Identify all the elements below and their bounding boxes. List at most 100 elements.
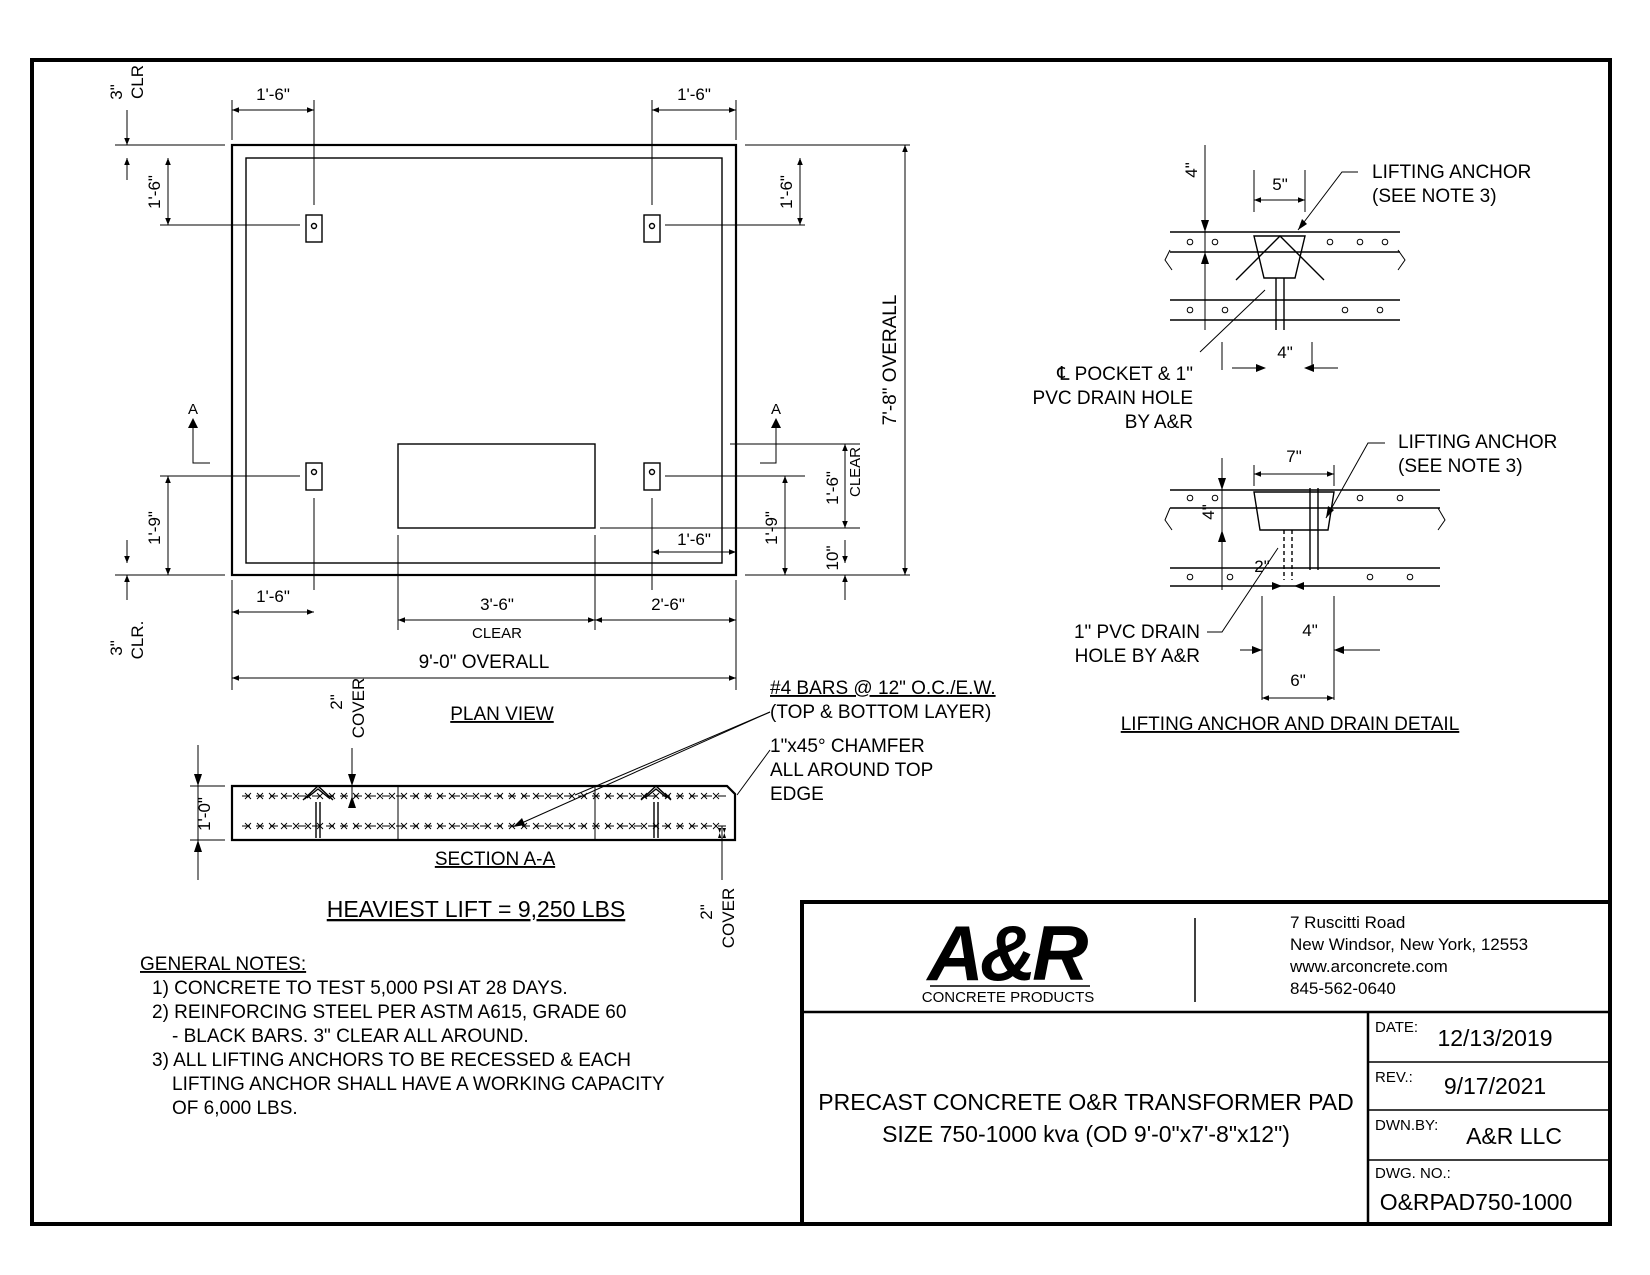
heaviest-lift: HEAVIEST LIFT = 9,250 LBS (327, 896, 626, 922)
date-label: DATE: (1375, 1019, 1418, 1036)
rebar-mark (448, 822, 456, 830)
rebar-dot (1406, 573, 1414, 581)
dim-opening-width: 3'-6" (480, 595, 514, 614)
plan-view: 1'-6" 1'-6" 3" CLR 1'-6" 1'-9" 3" CLR. 1… (107, 65, 910, 725)
rebar-mark (556, 822, 564, 830)
overall-length: 7'-8" OVERALL (880, 295, 901, 426)
lifting-anchor-pocket (643, 462, 661, 491)
rebar-dot (1366, 573, 1374, 581)
section-thickness: 1'-0" (195, 797, 214, 831)
section-a-a: 1'-0" 2" COVER 2" COVER #4 BARS @ 12" O.… (190, 678, 996, 948)
clear-opening (397, 443, 596, 529)
rebar-mark (592, 822, 600, 830)
rebar-mark (388, 792, 396, 800)
rebar-mark (640, 822, 648, 830)
dim-clr-bottom-label: CLR. (128, 621, 147, 660)
title-block: A&R CONCRETE PRODUCTS 7 Ruscitti Road Ne… (800, 900, 1612, 1226)
rebar-mark (712, 792, 720, 800)
rebar-mark (616, 792, 624, 800)
dim-top-right: 1'-6" (677, 85, 711, 104)
rebar-mark (460, 792, 468, 800)
pocket-line2: PVC DRAIN HOLE (1033, 388, 1193, 409)
rebar-mark (340, 792, 348, 800)
dim-opening-height-label: CLEAR (847, 447, 864, 497)
rebar-mark (532, 792, 540, 800)
lifting-anchor-pocket (305, 214, 323, 243)
dim-opening-right: 1'-6" (677, 530, 711, 549)
note-line: 3) ALL LIFTING ANCHORS TO BE RECESSED & … (152, 1050, 631, 1071)
chamfer-note-line1: 1"x45° CHAMFER (770, 736, 925, 757)
dim-opening-width-label: CLEAR (472, 625, 522, 642)
rebar-mark (292, 822, 300, 830)
rebar-mark (508, 822, 516, 830)
rebar-dot (1211, 494, 1219, 502)
dim-opening-height: 1'-6" (823, 471, 842, 505)
rebar-mark (628, 822, 636, 830)
company-logo: A&R CONCRETE PRODUCTS (922, 909, 1095, 1006)
detail-title: LIFTING ANCHOR AND DRAIN DETAIL (1121, 714, 1460, 735)
rebar-mark (604, 792, 612, 800)
rebar-mark (436, 822, 444, 830)
section-title: SECTION A-A (435, 849, 556, 870)
rebar-mark (244, 822, 252, 830)
dim-right-lower: 1'-9" (762, 511, 781, 545)
address-line: 7 Ruscitti Road (1290, 913, 1405, 932)
rebar-dot (1381, 238, 1389, 246)
rebar-mark (328, 792, 336, 800)
dim-bottom-left: 1'-6" (256, 587, 290, 606)
rebar-mark (316, 822, 324, 830)
rebar-mark (616, 822, 624, 830)
rebar-dot (1211, 238, 1219, 246)
rebar-dot (1341, 306, 1349, 314)
lower-anchor-line2: (SEE NOTE 3) (1398, 456, 1523, 477)
rebar-mark (292, 792, 300, 800)
rebar-dot (1221, 306, 1229, 314)
upper-dim-top: 5" (1272, 175, 1288, 194)
general-notes: GENERAL NOTES: 1) CONCRETE TO TEST 5,000… (140, 954, 665, 1119)
section-mark-right: A (771, 401, 781, 418)
cover-bottom-label: COVER (719, 888, 738, 948)
chamfer-note-line2: ALL AROUND TOP (770, 760, 933, 781)
rebar-dot (1326, 238, 1334, 246)
rebar-mark (556, 792, 564, 800)
rebar-mark (304, 822, 312, 830)
rebar-dot (1226, 573, 1234, 581)
rebar-mark (436, 792, 444, 800)
rebar-mark (244, 792, 252, 800)
rebar-mark (472, 822, 480, 830)
rebar-mark (532, 822, 540, 830)
drain-line1: 1" PVC DRAIN (1074, 622, 1200, 643)
lower-dim-depth: 4" (1199, 504, 1218, 520)
cover-top: 2" (327, 694, 346, 710)
rebar-mark (544, 792, 552, 800)
rebar-mark (544, 822, 552, 830)
lower-dim-top: 7" (1286, 447, 1302, 466)
rebar-note-line2: (TOP & BOTTOM LAYER) (770, 702, 991, 723)
rebar-mark (496, 822, 504, 830)
rebar-mark (664, 792, 672, 800)
rebar-dot (1356, 238, 1364, 246)
rebar-mark (328, 822, 336, 830)
rebar-mark (520, 822, 528, 830)
rebar-dot (1186, 306, 1194, 314)
rebar-mark (712, 822, 720, 830)
rebar-dot (1396, 494, 1404, 502)
rebar-mark (280, 822, 288, 830)
overall-width: 9'-0" OVERALL (419, 652, 550, 673)
rebar-mark (364, 822, 372, 830)
upper-anchor-line1: LIFTING ANCHOR (1372, 162, 1531, 183)
rebar-mark (316, 792, 324, 800)
dim-clr-bottom: 3" (107, 640, 126, 656)
rebar-mark (568, 822, 576, 830)
pad-inner-rebar-line (245, 157, 723, 564)
dim-left-lower: 1'-9" (145, 511, 164, 545)
upper-anchor-line2: (SEE NOTE 3) (1372, 186, 1497, 207)
drawn-label: DWN.BY: (1375, 1117, 1438, 1134)
rebar-mark (592, 792, 600, 800)
rebar-mark (484, 822, 492, 830)
rebar-mark (352, 822, 360, 830)
rev-value: 9/17/2021 (1444, 1073, 1546, 1099)
note-line: LIFTING ANCHOR SHALL HAVE A WORKING CAPA… (172, 1074, 665, 1095)
pocket-line3: BY A&R (1125, 412, 1193, 433)
rebar-mark (628, 792, 636, 800)
